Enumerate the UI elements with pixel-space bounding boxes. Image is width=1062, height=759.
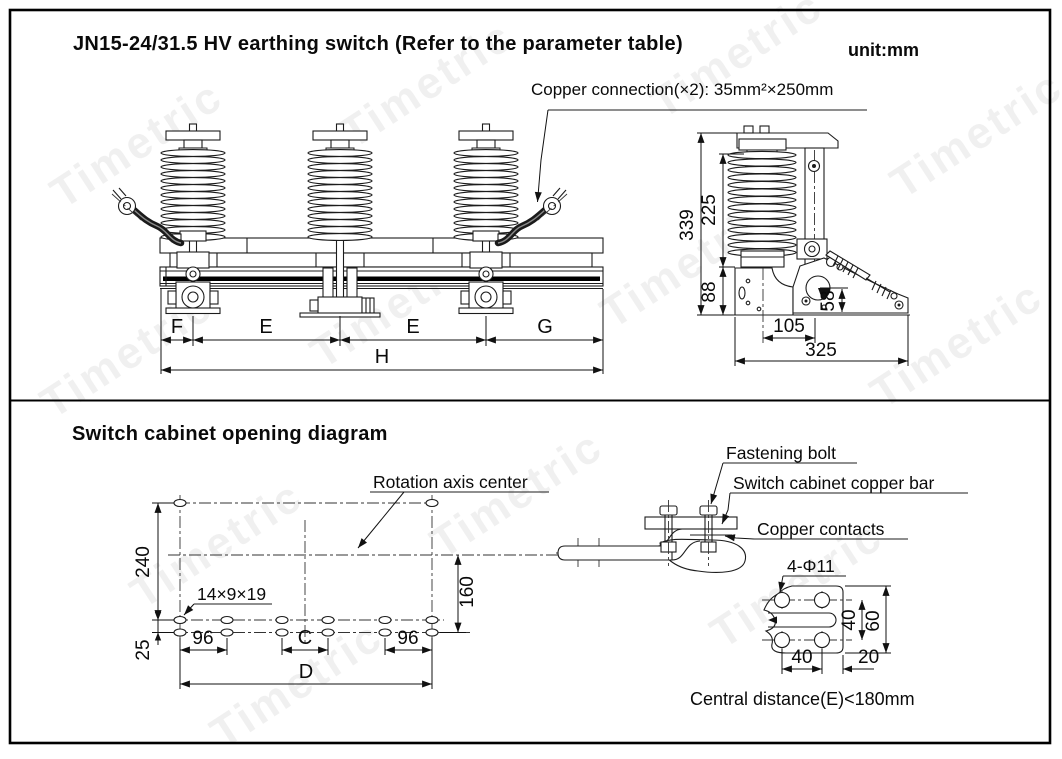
dim-label-e1: E: [259, 316, 272, 338]
dim-label-339: 339: [677, 209, 698, 241]
front-view-dimensions: F E E G H: [160, 289, 604, 374]
rotation-axis-label: Rotation axis center: [373, 472, 528, 492]
side-view-dimensions: 339 225 88 58 105 325: [677, 132, 909, 366]
fastening-bolt-label: Fastening bolt: [726, 443, 836, 463]
dim-label-25: 25: [133, 639, 154, 660]
copper-contact-tail: [557, 545, 673, 561]
side-view-drawing: 339 225 88 58 105 325: [677, 125, 910, 366]
dim-label-240: 240: [133, 546, 154, 578]
copper-connection-right: [494, 187, 568, 247]
dim-label-105: 105: [773, 316, 805, 337]
page-border: [8, 8, 1052, 745]
dim-label-58: 58: [818, 290, 839, 311]
dim-label-c: C: [298, 627, 312, 649]
pole-2: [299, 130, 381, 318]
pole-3: [453, 130, 519, 315]
copper-callout-leader: [534, 109, 549, 203]
holes-label: 4-Φ11: [787, 556, 835, 576]
contact-plate-detail: 4-Φ11 40 60 40 20: [762, 556, 891, 674]
dim-label-160: 160: [457, 576, 478, 608]
dim-label-60: 60: [863, 610, 884, 631]
dim-label-40v: 40: [839, 609, 860, 630]
contact-detail-drawing: Fastening bolt Switch cabinet copper bar…: [556, 443, 968, 709]
copper-bar-label: Switch cabinet copper bar: [733, 473, 935, 493]
slot-size-leader: [183, 603, 195, 616]
copper-connection-callout: Copper connection(×2): 35mm²×250mm: [531, 80, 834, 99]
pole-1: [160, 130, 226, 315]
dim-label-g: G: [537, 316, 553, 338]
dim-label-e2: E: [406, 316, 419, 338]
dim-label-96-left: 96: [192, 628, 213, 649]
slot-size-label: 14×9×19: [197, 584, 266, 604]
dim-label-h: H: [375, 346, 389, 368]
dim-label-88: 88: [699, 281, 720, 302]
opening-diagram-dimensions: 240 25 160 96 C 96 D: [133, 502, 478, 689]
cabinet-copper-bar: [644, 516, 738, 530]
copper-bar-leader: [721, 492, 731, 525]
dim-label-20: 20: [858, 647, 879, 668]
front-view-drawing: F E E G H: [111, 109, 867, 374]
section-title-opening-diagram: Switch cabinet opening diagram: [72, 423, 388, 445]
fastening-bolt-leader: [710, 462, 724, 505]
page-title: JN15-24/31.5 HV earthing switch (Refer t…: [73, 33, 683, 55]
dim-label-325: 325: [805, 340, 837, 361]
dim-label-96-right: 96: [397, 628, 418, 649]
central-distance-note: Central distance(E)<180mm: [690, 689, 915, 709]
copper-contact-body: [659, 538, 747, 573]
unit-label: unit:mm: [848, 40, 919, 60]
copper-connection-left: [111, 187, 185, 247]
copper-contacts-label: Copper contacts: [757, 519, 885, 539]
rotation-axis-leader: [357, 491, 405, 549]
dim-label-d: D: [299, 661, 313, 683]
copper-contacts-leader: [724, 534, 755, 542]
opening-diagram-drawing: Rotation axis center 14×9×19 240 25 160: [133, 472, 588, 689]
dim-label-40h: 40: [791, 647, 812, 668]
dim-label-f: F: [171, 316, 183, 338]
dim-label-225: 225: [699, 194, 720, 226]
mounting-slots: [173, 498, 439, 637]
holes-leader: [778, 575, 786, 593]
spring-coils: [832, 255, 892, 300]
